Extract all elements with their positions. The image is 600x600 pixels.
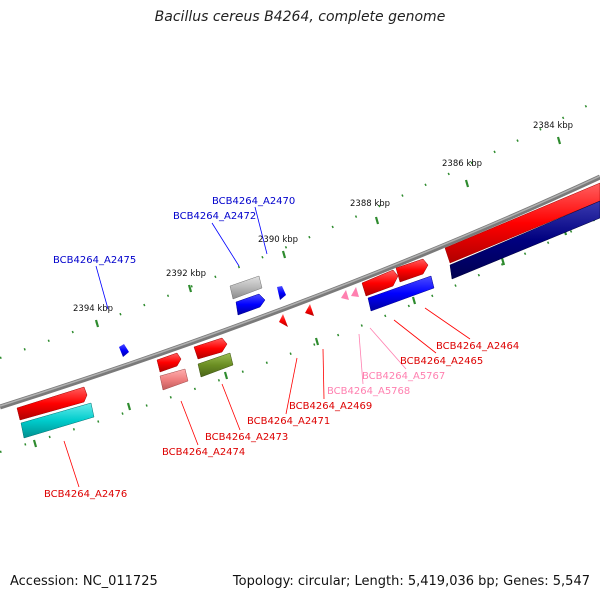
major-tick <box>223 371 229 380</box>
major-tick <box>32 439 38 448</box>
gene-arrow-red[interactable] <box>156 352 182 373</box>
gene-label[interactable]: BCB4264_A5767 <box>362 371 445 382</box>
major-tick <box>374 216 380 225</box>
gene-arrow-cyan[interactable] <box>20 402 95 439</box>
scale-label: 2390 kbp <box>258 235 298 245</box>
genome-backbone-highlight <box>0 175 600 407</box>
gene-arrow-red[interactable] <box>361 269 399 297</box>
gene-label[interactable]: BCB4264_A5768 <box>327 386 410 397</box>
scale-label: 2394 kbp <box>73 304 113 314</box>
genome-backbone <box>0 174 600 410</box>
outer-tick-ring <box>0 98 600 360</box>
major-tick <box>187 284 193 293</box>
major-tick <box>94 319 100 328</box>
major-tick <box>281 250 287 259</box>
major-tick <box>126 402 132 411</box>
gene-labels: BCB4264_A2470 BCB4264_A2472 BCB4264_A247… <box>44 196 519 500</box>
map-title: Bacillus cereus B4264, complete genome <box>154 9 446 25</box>
gene-arrow-grey[interactable] <box>229 275 263 300</box>
accession-text: Accession: NC_011725 <box>10 574 158 589</box>
gene-arrow-salmon[interactable] <box>159 368 189 391</box>
label-leaders <box>63 206 471 488</box>
gene-label[interactable]: BCB4264_A2469 <box>289 401 372 412</box>
gene-arrow-red[interactable] <box>193 337 228 360</box>
scale-label: 2388 kbp <box>350 199 390 209</box>
inner-tick-ring <box>0 216 600 454</box>
gene-label[interactable]: BCB4264_A2470 <box>212 196 295 207</box>
scale-label: 2392 kbp <box>166 269 206 279</box>
major-tick <box>500 257 506 266</box>
major-tick <box>314 337 320 346</box>
gene-arrow-pink[interactable] <box>351 287 359 297</box>
gene-label[interactable]: BCB4264_A2473 <box>205 432 288 443</box>
gene-arrow-red-small[interactable] <box>279 314 288 327</box>
gene-label[interactable]: BCB4264_A2474 <box>162 447 245 458</box>
gene-arrow-blue[interactable] <box>235 293 266 316</box>
gene-label[interactable]: BCB4264_A2471 <box>247 416 330 427</box>
scale-label: 2386 kbp <box>442 159 482 169</box>
gene-label[interactable]: BCB4264_A2464 <box>436 341 519 352</box>
genome-summary-text: Topology: circular; Length: 5,419,036 bp… <box>232 574 590 589</box>
gene-arrow-red[interactable] <box>16 386 88 421</box>
scale-label: 2384 kbp <box>533 121 573 131</box>
gene-arrow-pink[interactable] <box>341 290 349 300</box>
major-tick <box>556 136 562 145</box>
gene-label[interactable]: BCB4264_A2465 <box>400 356 483 367</box>
gene-arrow-blue-small[interactable] <box>119 344 129 357</box>
gene-features <box>16 182 600 439</box>
gene-label[interactable]: BCB4264_A2472 <box>173 211 256 222</box>
gene-arrow-blue-small[interactable] <box>277 286 286 300</box>
gene-arrow-navy-large[interactable] <box>449 200 600 280</box>
gene-arrow-olive[interactable] <box>197 352 234 378</box>
major-tick <box>464 179 470 188</box>
gene-arrow-blue[interactable] <box>367 275 435 312</box>
gene-arrow-red[interactable] <box>395 258 429 283</box>
gene-arrow-red-small[interactable] <box>305 304 314 316</box>
gene-label[interactable]: BCB4264_A2476 <box>44 489 127 500</box>
gene-label[interactable]: BCB4264_A2475 <box>53 255 136 266</box>
major-tick <box>411 296 417 305</box>
gene-arrow-red-large[interactable] <box>444 182 600 264</box>
